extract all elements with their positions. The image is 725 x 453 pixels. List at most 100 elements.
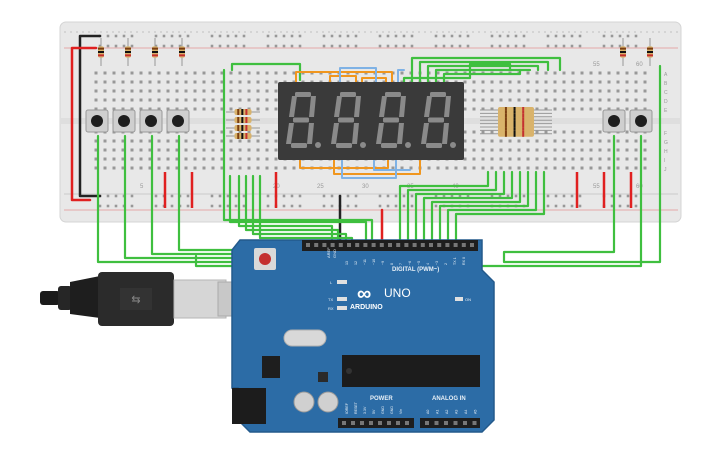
display-digits [286, 92, 456, 148]
svg-text:F: F [664, 131, 667, 137]
digital-pin-label: ~5 [417, 261, 421, 265]
push-button-1[interactable] [85, 109, 109, 133]
atmega-chip [342, 355, 480, 387]
capacitor-1 [293, 391, 315, 413]
segment-resistor-left-3[interactable] [226, 125, 260, 131]
decimal-point [315, 142, 321, 148]
pull-resistor-right-2[interactable] [647, 38, 653, 66]
svg-text:55: 55 [593, 184, 600, 190]
digit-2 [331, 92, 366, 148]
pull-resistor-4[interactable] [179, 38, 185, 66]
segment-resistor-left-1[interactable] [226, 109, 260, 115]
svg-text:D: D [664, 99, 668, 105]
push-button-5[interactable] [602, 109, 626, 133]
svg-text:60: 60 [636, 62, 643, 68]
power-pin-label: RESET [354, 401, 358, 414]
digital-pin-label: 2 [444, 263, 448, 265]
power-header[interactable] [338, 418, 414, 428]
led-rx [337, 306, 347, 310]
arduino-brand: ARDUINO [350, 304, 383, 311]
pull-resistor-right-1[interactable] [620, 38, 626, 66]
svg-text:A: A [664, 72, 668, 78]
svg-text:5: 5 [140, 184, 144, 190]
power-pin-label: 3.3V [363, 406, 367, 414]
led-rx-label: RX [328, 306, 334, 311]
analog-pin-labels: A0 A1 A2 A3 A4 A5 [426, 410, 478, 414]
digital-pin-label: 13 [345, 261, 349, 265]
svg-text:J: J [664, 167, 667, 173]
arduino-logo-icon: ∞ [357, 283, 371, 305]
analog-pin-label: A1 [436, 410, 440, 414]
segment-resistor-left-2[interactable] [226, 117, 260, 123]
pull-resistor-3[interactable] [152, 38, 158, 66]
red-jumpers[interactable] [163, 172, 633, 208]
svg-text:G: G [664, 140, 668, 146]
seven-segment-display[interactable] [278, 82, 464, 160]
arduino-uno[interactable]: DIGITAL (PWM~) AREF GND ∞ ARDUINO UNO L … [231, 239, 495, 433]
svg-text:30: 30 [362, 184, 369, 190]
crystal-oscillator [283, 329, 327, 347]
pull-resistor-1[interactable] [98, 38, 104, 66]
segment-resistor-right-8[interactable] [480, 130, 552, 137]
analog-in-label: ANALOG IN [432, 396, 466, 402]
push-button-2[interactable] [112, 109, 136, 133]
svg-text:I: I [664, 158, 665, 164]
led-on [455, 297, 463, 301]
reset-button-cap[interactable] [259, 253, 271, 265]
push-button-6[interactable] [629, 109, 653, 133]
capacitor-2 [317, 391, 339, 413]
decimal-point [450, 142, 456, 148]
digital-pin-label: 4 [426, 263, 430, 265]
analog-pin-label: A0 [426, 410, 430, 414]
resistors[interactable] [98, 38, 653, 139]
ground-wire [78, 34, 102, 198]
power-pin-label: Vin [399, 409, 403, 414]
led-on-label: ON [465, 297, 471, 302]
digital-pwm-label: DIGITAL (PWM~) [392, 267, 439, 273]
digital-pin-label: ~9 [381, 261, 385, 265]
svg-text:60: 60 [636, 184, 643, 190]
voltage-regulator [262, 356, 280, 378]
led-tx [337, 297, 347, 301]
segment-resistor-left-4[interactable] [226, 133, 260, 139]
led-tx-label: TX [328, 297, 333, 302]
analog-pin-label: A5 [474, 410, 478, 414]
power-pin-label: 5V [372, 409, 376, 414]
power-label: POWER [370, 396, 393, 402]
aref-label: AREF [326, 247, 331, 258]
small-chip [318, 372, 328, 382]
digital-pin-label: 12 [354, 261, 358, 265]
pull-resistor-2[interactable] [125, 38, 131, 66]
usb-icon: ⇆ [131, 294, 140, 306]
push-buttons[interactable] [85, 109, 653, 133]
svg-text:55: 55 [593, 62, 600, 68]
svg-text:B: B [664, 81, 668, 87]
digital-pin-label: ~3 [435, 261, 439, 265]
push-button-4[interactable] [166, 109, 190, 133]
analog-pin-label: A3 [455, 410, 459, 414]
svg-text:H: H [664, 149, 668, 155]
led-l-label: L [330, 280, 333, 285]
digital-pin-label: 7 [399, 263, 403, 265]
breadboard-row-labels: A B C D E F G H I J [664, 72, 668, 173]
digital-pin-label: TX 1 [453, 257, 457, 265]
dc-power-jack[interactable] [232, 388, 266, 424]
power-wire [70, 46, 98, 202]
decimal-point [360, 142, 366, 148]
push-button-3[interactable] [139, 109, 163, 133]
svg-text:C: C [664, 90, 668, 96]
power-pin-label: IOREF [345, 402, 349, 414]
gnd-label: GND [332, 249, 337, 258]
analog-pin-label: A2 [445, 410, 449, 414]
digital-pin-label: ~10 [372, 259, 376, 265]
usb-cable[interactable]: ⇆ [40, 272, 283, 326]
digital-pin-label: RX 0 [462, 257, 466, 265]
decimal-point [405, 142, 411, 148]
analog-pin-label: A4 [464, 410, 468, 414]
digital-pin-label: ~6 [408, 261, 412, 265]
digital-pin-label: 8 [390, 263, 394, 265]
digit-1 [286, 92, 321, 148]
analog-header[interactable] [420, 418, 480, 428]
